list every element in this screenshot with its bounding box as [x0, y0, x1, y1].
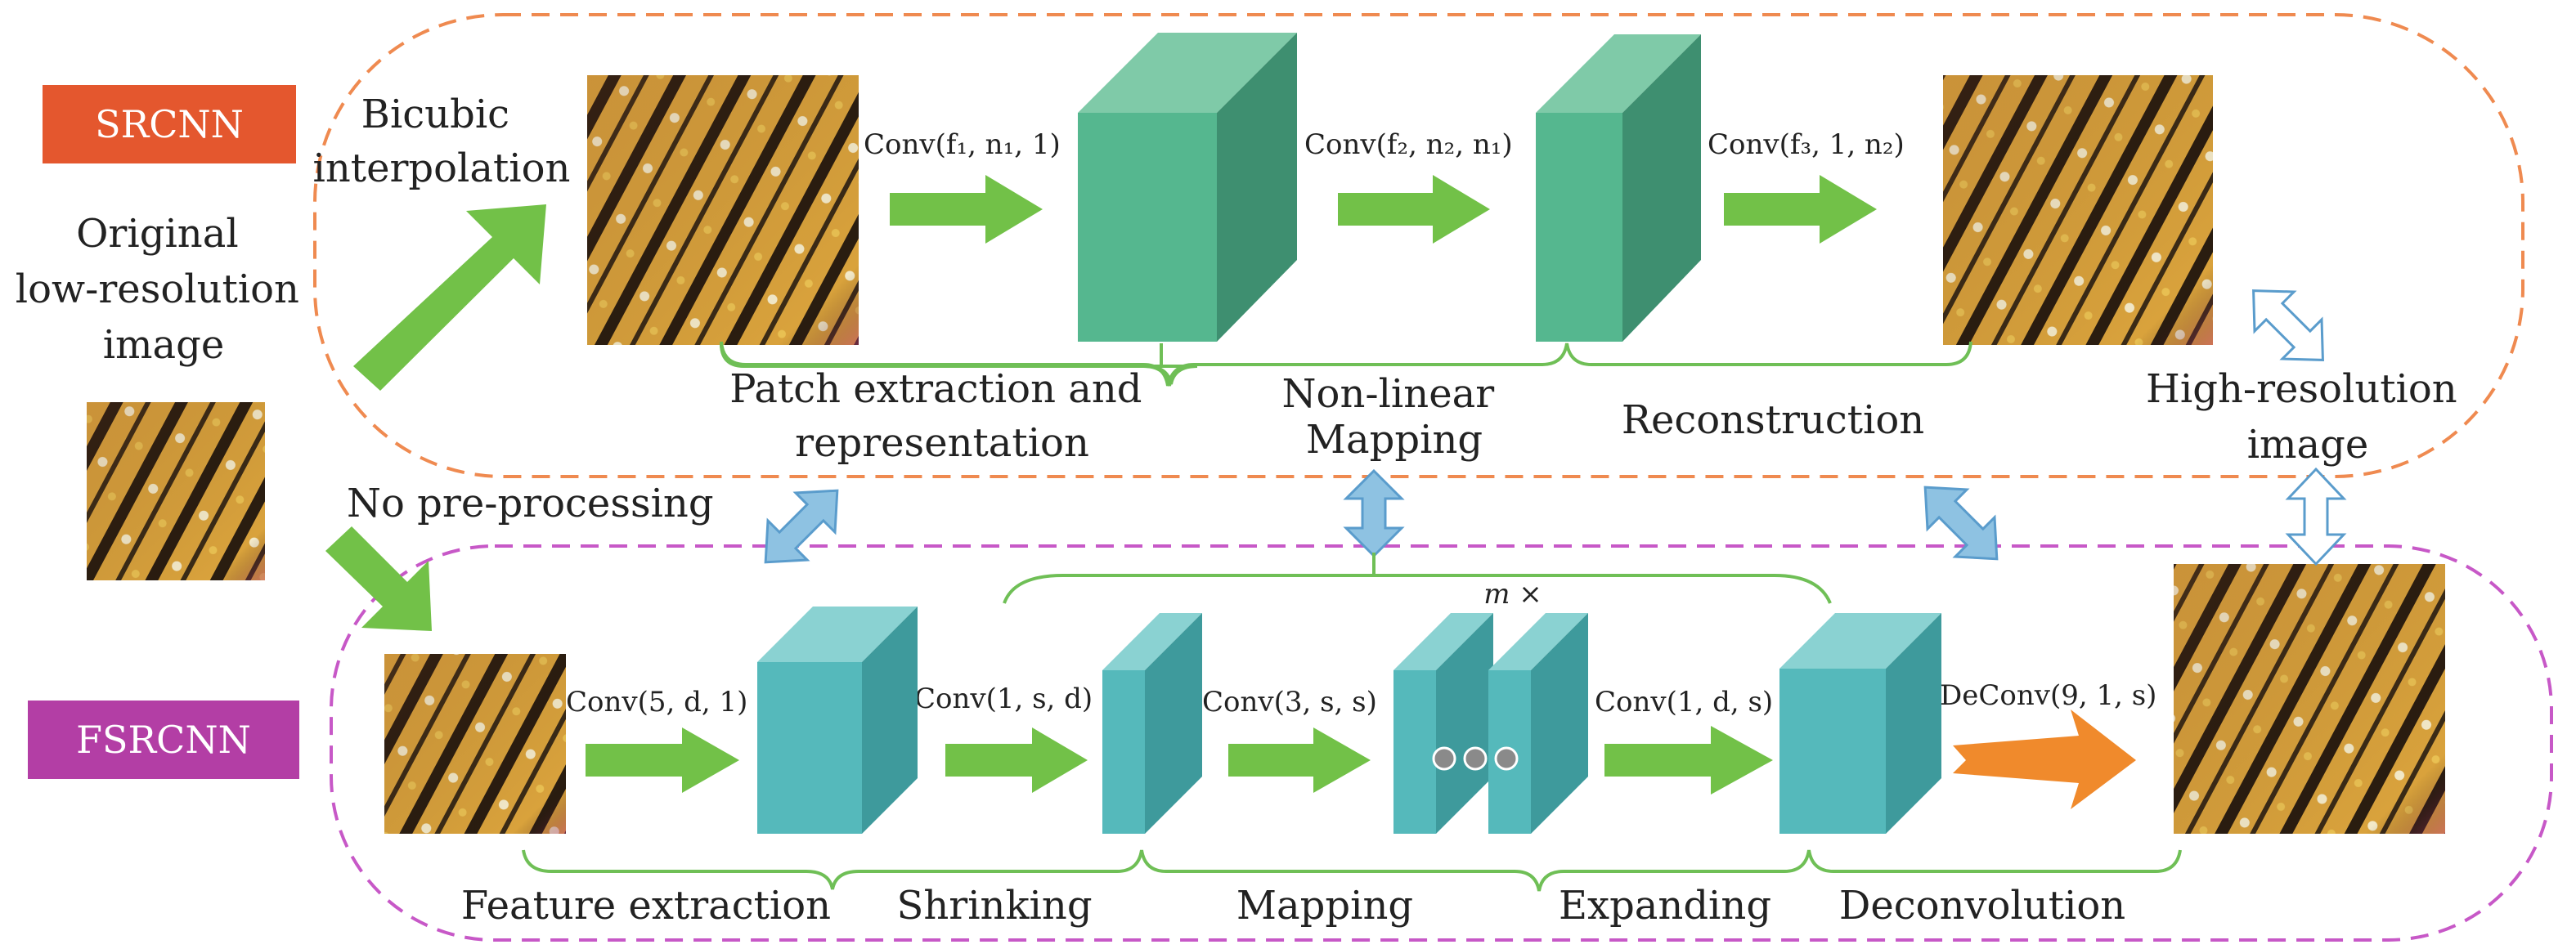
srcnn-conv2-label: Conv(f₂, n₂, n₁): [1304, 128, 1513, 161]
double-arrow-nonlinear: [1343, 468, 1405, 558]
fsrcnn-deconv-label: DeConv(9, 1, s): [1940, 679, 2156, 712]
fsrcnn-brace-row: [522, 849, 2182, 892]
srcnn-block-2: [1536, 34, 1701, 342]
fsrcnn-conv4-label: Conv(1, d, s): [1595, 686, 1773, 718]
deconv-arrow: [1953, 710, 2136, 809]
double-arrow-fsrcnn-output: [2285, 467, 2347, 566]
double-arrow-reconstruction: [1923, 486, 1999, 561]
fsrcnn-arrow-1: [586, 727, 739, 793]
fsrcnn-output-image: [2174, 564, 2445, 834]
repeat-label: m ×: [1483, 578, 1542, 611]
srcnn-output-image: [1943, 75, 2213, 345]
bicubic-label: Bicubic interpolation: [313, 92, 571, 191]
no-preprocessing-arrow: [325, 526, 432, 631]
fsrcnn-block-mapping-2: [1488, 613, 1588, 834]
srcnn-tag-label: SRCNN: [95, 102, 244, 146]
fsrcnn-tag-label: FSRCNN: [76, 718, 251, 762]
stage-mapping: Mapping: [1236, 883, 1413, 929]
fsrcnn-block-expanding: [1779, 613, 1941, 834]
stage-patch-extraction: Patch extraction and representation: [729, 366, 1155, 466]
srcnn-block-1: [1078, 33, 1297, 342]
stage-deconvolution: Deconvolution: [1839, 883, 2125, 929]
mapping-ellipsis: [1432, 746, 1519, 771]
double-arrow-srcnn-output: [2252, 289, 2324, 361]
fsrcnn-conv3-label: Conv(3, s, s): [1202, 686, 1377, 718]
srcnn-conv3-label: Conv(f₃, 1, n₂): [1708, 128, 1905, 161]
srcnn-brace-row: [720, 341, 1972, 387]
no-preprocessing-label: No pre-processing: [347, 481, 714, 526]
fsrcnn-block-shrinking: [1102, 613, 1202, 834]
srcnn-arrow-2: [1338, 175, 1490, 244]
srcnn-arrow-3: [1724, 175, 1877, 244]
fsrcnn-conv1-label: Conv(5, d, 1): [566, 686, 747, 718]
fsrcnn-input-image: [384, 654, 566, 834]
stage-feature-extraction: Feature extraction: [461, 883, 831, 929]
stage-reconstruction: Reconstruction: [1622, 397, 1924, 443]
srcnn-group-border: [313, 13, 2524, 478]
srcnn-tag: SRCNN: [43, 85, 296, 163]
fsrcnn-arrow-2: [945, 727, 1088, 793]
srcnn-conv1-label: Conv(f₁, n₁, 1): [864, 128, 1061, 161]
srcnn-arrow-1: [890, 175, 1043, 244]
srcnn-brace-nonlinear: [1153, 343, 1171, 368]
fsrcnn-block-feature: [757, 607, 918, 834]
stage-shrinking: Shrinking: [896, 883, 1092, 929]
bicubic-arrow: [353, 204, 546, 391]
fsrcnn-group-border: [330, 544, 2553, 942]
stage-nonlinear-mapping: Non-linear Mapping: [1282, 371, 1507, 463]
stage-expanding: Expanding: [1559, 883, 1771, 929]
fsrcnn-arrow-4: [1604, 726, 1773, 795]
repeat-bracket: [1003, 553, 1832, 604]
output-label: High-resolution image: [2146, 366, 2470, 468]
fsrcnn-conv2-label: Conv(1, s, d): [914, 683, 1093, 715]
fsrcnn-arrow-3: [1228, 727, 1371, 793]
srcnn-interpolated-image: [587, 75, 859, 345]
double-arrow-patch: [764, 489, 839, 564]
fsrcnn-tag: FSRCNN: [28, 701, 299, 779]
input-label: Original low-resolution image: [16, 211, 312, 368]
input-lowres-image: [87, 402, 265, 580]
fsrcnn-block-mapping-1: [1393, 613, 1493, 834]
